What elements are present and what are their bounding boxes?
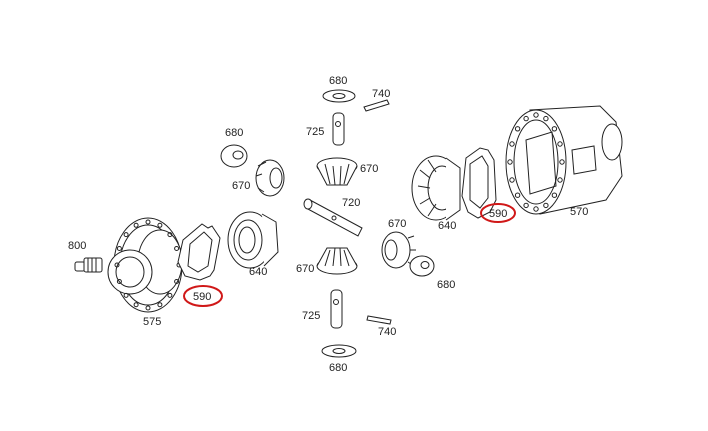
label-670-center: 670 — [296, 263, 314, 275]
roll-pin-740-bottom — [366, 315, 392, 325]
bolt-hole — [543, 202, 549, 209]
pinion-shaft-725-top — [332, 112, 345, 146]
callout-590-left — [183, 285, 223, 307]
side-gear-640-left — [227, 211, 279, 269]
bolt-hole — [123, 232, 129, 238]
bolt-hole — [157, 302, 163, 308]
thrust-washer-680-top — [322, 89, 356, 103]
thrust-washer-680-right — [409, 255, 435, 277]
bolt-800 — [74, 257, 103, 273]
bolt-hole — [543, 115, 549, 122]
pinion-gear-670-right — [381, 231, 416, 269]
label-575: 575 — [143, 316, 161, 328]
label-680-left: 680 — [225, 127, 243, 139]
bolt-hole — [507, 159, 513, 165]
bolt-hole — [509, 177, 515, 183]
side-gear-640-right — [411, 155, 461, 221]
label-725-bottom: 725 — [302, 310, 320, 322]
bolt-hole — [167, 232, 173, 238]
label-590-right: 590 — [489, 208, 507, 220]
thrust-washer-680-bottom — [321, 344, 357, 358]
label-670-left: 670 — [232, 180, 250, 192]
pinion-gear-670-left — [255, 159, 285, 197]
pinion-gear-670-center — [316, 247, 358, 275]
label-680-right: 680 — [437, 279, 455, 291]
label-570: 570 — [570, 206, 588, 218]
bolt-hole — [133, 302, 139, 308]
bolt-hole — [551, 126, 558, 132]
friction-disc-590-right — [461, 147, 497, 219]
bolt-hole — [523, 202, 529, 209]
bolt-hole — [509, 141, 515, 147]
pinion-shaft-725-bottom — [330, 289, 343, 329]
cross-shaft-720 — [303, 198, 363, 237]
bolt-hole — [514, 126, 521, 132]
bolt-hole — [533, 112, 539, 118]
label-800: 800 — [68, 240, 86, 252]
label-740-top: 740 — [372, 88, 390, 100]
bolt-hole — [145, 305, 151, 311]
label-640-right: 640 — [438, 220, 456, 232]
label-670-top: 670 — [360, 163, 378, 175]
label-680-bottom: 680 — [329, 362, 347, 374]
label-590-left: 590 — [193, 291, 211, 303]
bolt-hole — [523, 115, 529, 122]
bolt-hole — [551, 192, 558, 198]
bolt-hole — [559, 159, 565, 165]
bolt-hole — [174, 279, 180, 284]
bolt-hole — [123, 292, 129, 298]
friction-disc-590-left — [177, 223, 221, 281]
label-720: 720 — [342, 197, 360, 209]
bolt-hole — [157, 222, 163, 228]
label-670-right: 670 — [388, 218, 406, 230]
bolt-hole — [533, 206, 539, 212]
bolt-hole — [557, 141, 563, 147]
bolt-hole — [514, 192, 521, 198]
bolt-hole — [116, 246, 122, 251]
bolt-hole — [557, 177, 563, 183]
label-740-bottom: 740 — [378, 326, 396, 338]
bolt-hole — [167, 292, 173, 298]
bolt-hole — [145, 219, 151, 225]
housing-cover-575 — [107, 217, 183, 313]
label-640-left: 640 — [249, 266, 267, 278]
differential-housing-570 — [505, 105, 623, 215]
thrust-washer-680-left — [220, 144, 248, 168]
bolt-hole — [114, 262, 120, 268]
bolt-hole — [174, 246, 180, 251]
label-725-top: 725 — [306, 126, 324, 138]
callout-590-right — [480, 203, 516, 223]
label-680-top: 680 — [329, 75, 347, 87]
pinion-gear-670-top — [316, 157, 358, 186]
bolt-hole — [133, 222, 139, 228]
bolt-hole — [116, 279, 122, 284]
roll-pin-740-top — [363, 99, 390, 112]
